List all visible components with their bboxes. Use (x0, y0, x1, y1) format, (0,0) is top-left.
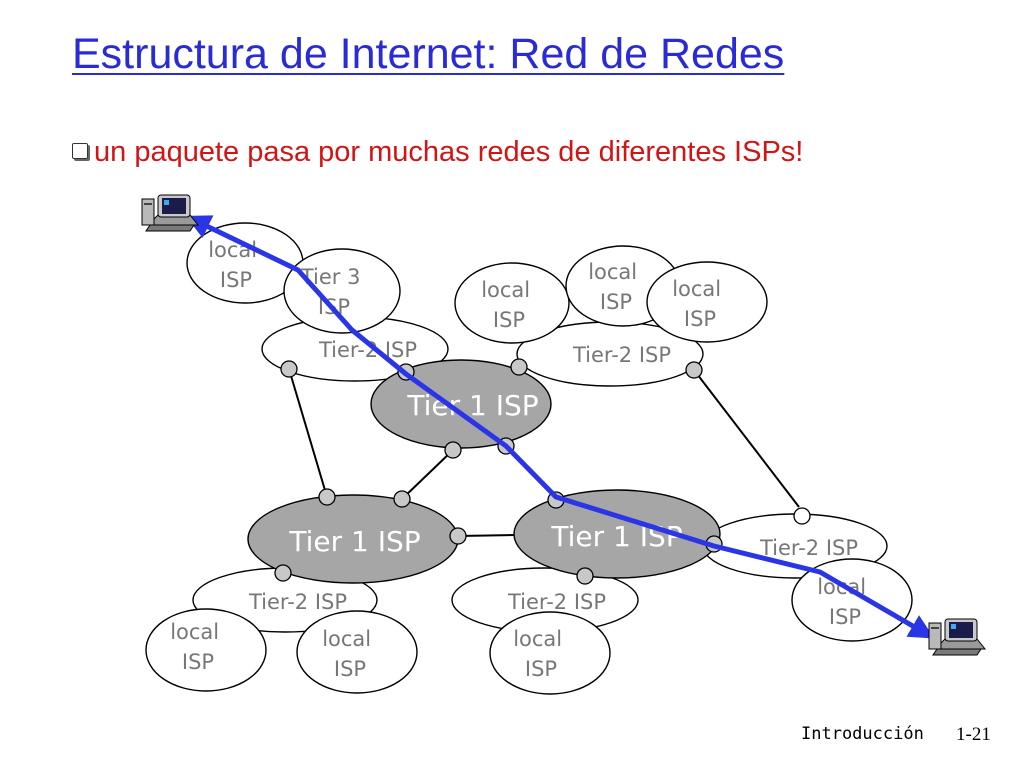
local-bottom-3-ellipse (489, 611, 611, 695)
tier2-bottom-middle-label: Tier-2 ISP (507, 590, 606, 614)
router-dot (510, 358, 528, 376)
label-line: ISP (334, 657, 366, 681)
label-line: ISP (829, 605, 861, 629)
router-dot (793, 507, 811, 525)
label-line: ISP (220, 268, 252, 292)
tier2-right-label: Tier-2 ISP (759, 536, 858, 560)
label-line: ISP (600, 290, 632, 314)
bullet-point: un paquete pasa por muchas redes de dife… (72, 136, 803, 169)
tier1-center-label: Tier 1 ISP (406, 389, 538, 422)
bullet-text: un paquete pasa por muchas redes de dife… (94, 136, 804, 168)
slide-title: Estructura de Internet: Red de Redes (72, 30, 785, 78)
label-line: local (481, 278, 530, 302)
label-line: ISP (493, 308, 525, 332)
checkbox-bullet-icon (72, 143, 88, 159)
desktop-computer-icon (141, 194, 200, 232)
tier2-top-right-label: Tier-2 ISP (572, 343, 671, 367)
packet-path-arrow (185, 215, 935, 639)
router-dot (576, 567, 594, 585)
router-dot (685, 361, 703, 379)
footer-section-label: Introducción (801, 724, 924, 744)
router-dot (449, 527, 467, 545)
label-line: local (588, 260, 637, 284)
footer-page-number: 1-21 (956, 724, 991, 745)
tier2-bottom-left-label: Tier-2 ISP (248, 590, 347, 614)
tier1-right-label: Tier 1 ISP (550, 520, 682, 553)
label-line: local (208, 238, 257, 262)
label-line: ISP (684, 307, 716, 331)
link-tier1center-tier1left (401, 449, 454, 500)
tier1-left-label: Tier 1 ISP (288, 525, 420, 558)
router-dot (280, 360, 298, 378)
label-line: ISP (525, 657, 557, 681)
desktop-computer-icon (928, 618, 987, 656)
router-dot (393, 490, 411, 508)
link-tier2tl-tier1left (288, 368, 328, 498)
label-line: local (513, 627, 562, 651)
router-dot (318, 488, 336, 506)
label-line: local (672, 277, 721, 301)
link-tier2tr-tier2right (693, 369, 800, 508)
router-dot (444, 441, 462, 459)
label-line: ISP (182, 650, 214, 674)
label-line: local (170, 620, 219, 644)
label-line: local (322, 627, 371, 651)
router-dot (274, 564, 292, 582)
